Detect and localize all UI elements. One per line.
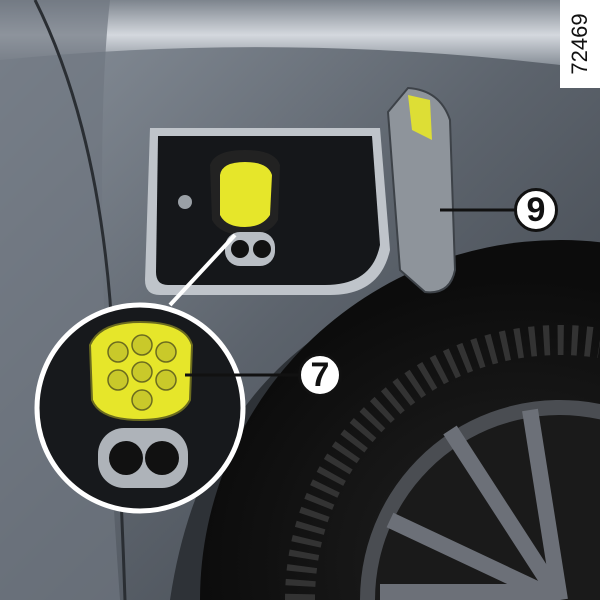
lock-pin — [178, 195, 192, 209]
reference-number: 72469 — [560, 0, 600, 88]
door-panel — [0, 0, 120, 600]
callout-charging-flap: 9 — [514, 188, 558, 232]
charging-flap — [386, 86, 457, 294]
leader-zoom — [168, 233, 237, 307]
roof-highlight — [0, 0, 600, 70]
callout-charging-socket: 7 — [298, 353, 342, 397]
tyre-tread — [285, 325, 600, 600]
type2-socket — [220, 162, 272, 227]
rim-spokes — [380, 408, 568, 600]
magnified-detail — [37, 305, 243, 511]
